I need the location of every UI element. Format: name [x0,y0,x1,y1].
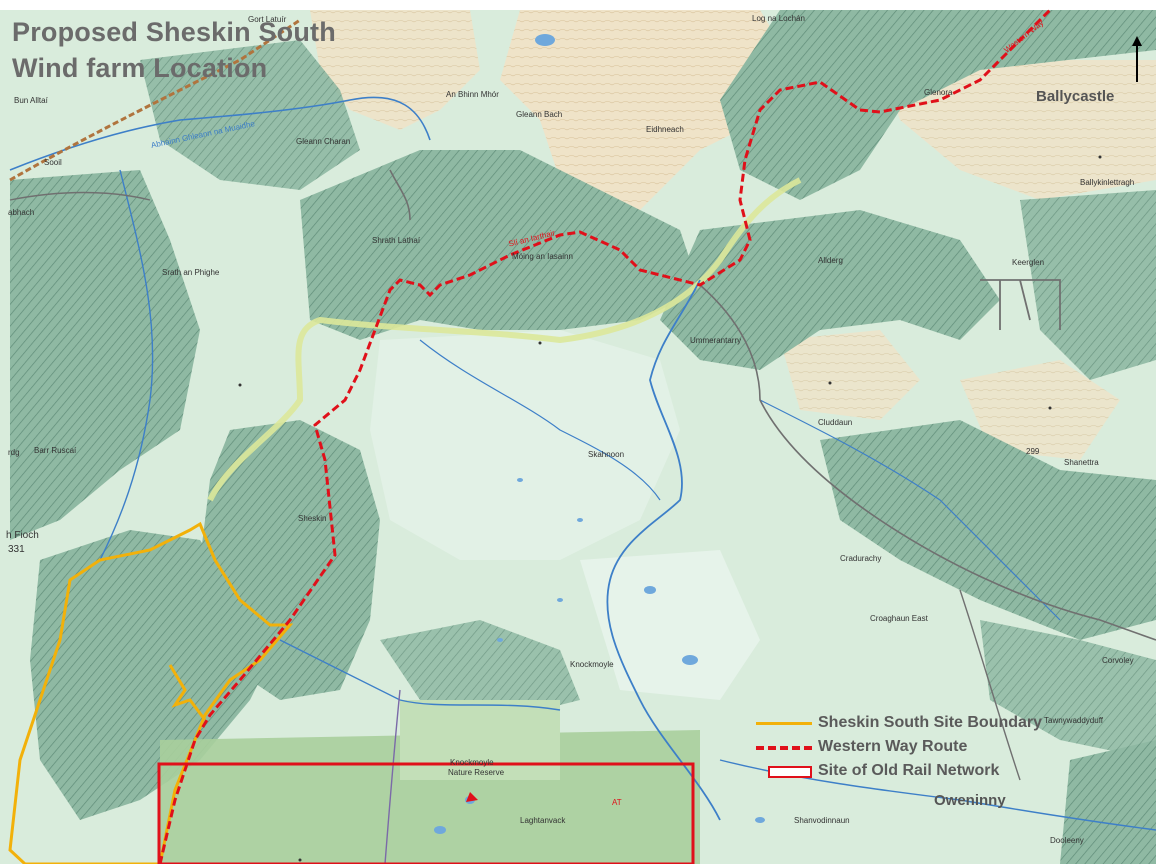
forest-southeast [820,420,1156,640]
north-arrow-icon [1132,36,1142,82]
label-knockmoyle-reserve: Knockmoyle [450,758,494,767]
label-shanvodinnaun: Shanvodinnaun [794,816,850,825]
label-knockmoyle: Knockmoyle [570,660,614,669]
label-gleann-charan: Gleann Charan [296,137,351,146]
label-croaghaun-east: Croaghaun East [870,614,928,623]
label-ballycastle: Ballycastle [1036,88,1115,105]
forest-south-central [380,620,580,720]
label-eidhneach: Eidhneach [646,125,684,134]
legend-label: Sheskin South Site Boundary [818,714,1043,731]
forest-site [30,530,280,820]
label-dooleeny: Dooleeny [1050,836,1084,845]
reserve-inner [400,700,560,780]
old-rail-network-box [157,762,695,864]
map-title: Proposed Sheskin South Wind farm Locatio… [12,14,336,86]
bog-south [580,550,760,700]
forest-central-north [300,150,700,340]
road-southeast [959,589,1021,781]
site-boundary-notch [168,664,207,721]
label-log-na-lochan: Log na Lochán [752,14,805,23]
map-title-line-1: Proposed Sheskin South [12,17,336,47]
label-spot-331: 331 [8,544,25,555]
forest-northeast [720,10,1156,200]
forest-far-east [1020,190,1156,380]
upland-southeast [960,360,1120,460]
rail-line [9,18,301,182]
map-title-line-2: Wind farm Location [12,53,268,83]
river-owenmore [606,279,721,821]
label-skahnoon: Skahnoon [588,450,625,459]
label-bun-alltai: Bun Alltaí [14,96,48,105]
label-oweninny: Oweninny [934,792,1006,809]
label-at-mark: AT [612,798,622,807]
road-east [699,284,1156,641]
label-srath-an-phighe: Srath an Phighe [162,268,220,277]
river-east [759,399,1061,621]
label-glenora: Glenora [924,88,953,97]
site-boundary [8,521,294,864]
reserve-marker-icon [466,792,478,802]
white-frame-top [0,0,1156,10]
label-ummerantarry: Ummerantarry [690,336,742,345]
upland-cluddaun [780,330,920,420]
label-moing-an-iasainn: Móing an Iasainn [512,252,573,261]
label-spot-299: 299 [1026,447,1040,456]
label-sheskin: Sheskin [298,514,327,523]
label-gleann-bach: Gleann Bach [516,110,563,119]
label-abhach: abhach [8,208,35,217]
label-laghtanvack: Laghtanvack [520,816,566,825]
label-shanettra: Shanettra [1064,458,1099,467]
forest-corvoley [980,620,1156,760]
label-an-bhinn-mhor: An Bhinn Mhór [446,90,499,99]
road-west [9,191,151,201]
label-tawnywaddyduff: Tawnywaddyduff [1044,716,1103,725]
western-way-route [158,8,1052,864]
label-allderg: Allderg [818,256,843,265]
trail-band [207,177,802,502]
label-rdg: rdg [8,448,20,457]
label-corvoley: Corvoley [1102,656,1134,665]
label-sooil: Sooil [44,158,62,167]
forest-northwest [140,40,360,190]
label-gort-latuir: Gort Latuír [248,15,287,24]
river-south [279,639,561,711]
label-cradurachy: Cradurachy [840,554,882,563]
road-northwest [389,169,411,221]
label-fioch: h Fioch [6,530,39,541]
road-keerglen [980,279,1061,330]
label-keerglen: Keerglen [1012,258,1045,267]
bog-central [370,330,680,560]
river-west [99,169,154,561]
spot-heights [238,155,1102,862]
legend-label: Site of Old Rail Network [818,762,1000,779]
forest-south-east-corner [1060,740,1156,864]
label-ballykinlettragh: Ballykinlettragh [1080,178,1135,187]
river-central [419,339,661,501]
legend-swatch-dashed-line [756,746,812,750]
legend-label: Western Way Route [818,738,968,755]
track-south [384,689,401,864]
legend-swatch-red-box [768,766,812,778]
forest-west [10,170,200,540]
label-cluddaun: Cluddaun [818,418,853,427]
label-barr-ruscai: Barr Ruscaí [34,446,77,455]
upland-north [500,10,790,215]
label-shrath-lathai: Shrath Lathaí [372,236,421,245]
lakes [434,34,765,834]
river-north [9,96,431,171]
legend-swatch-yellow-line [756,722,812,725]
label-nature-reserve: Nature Reserve [448,768,505,777]
